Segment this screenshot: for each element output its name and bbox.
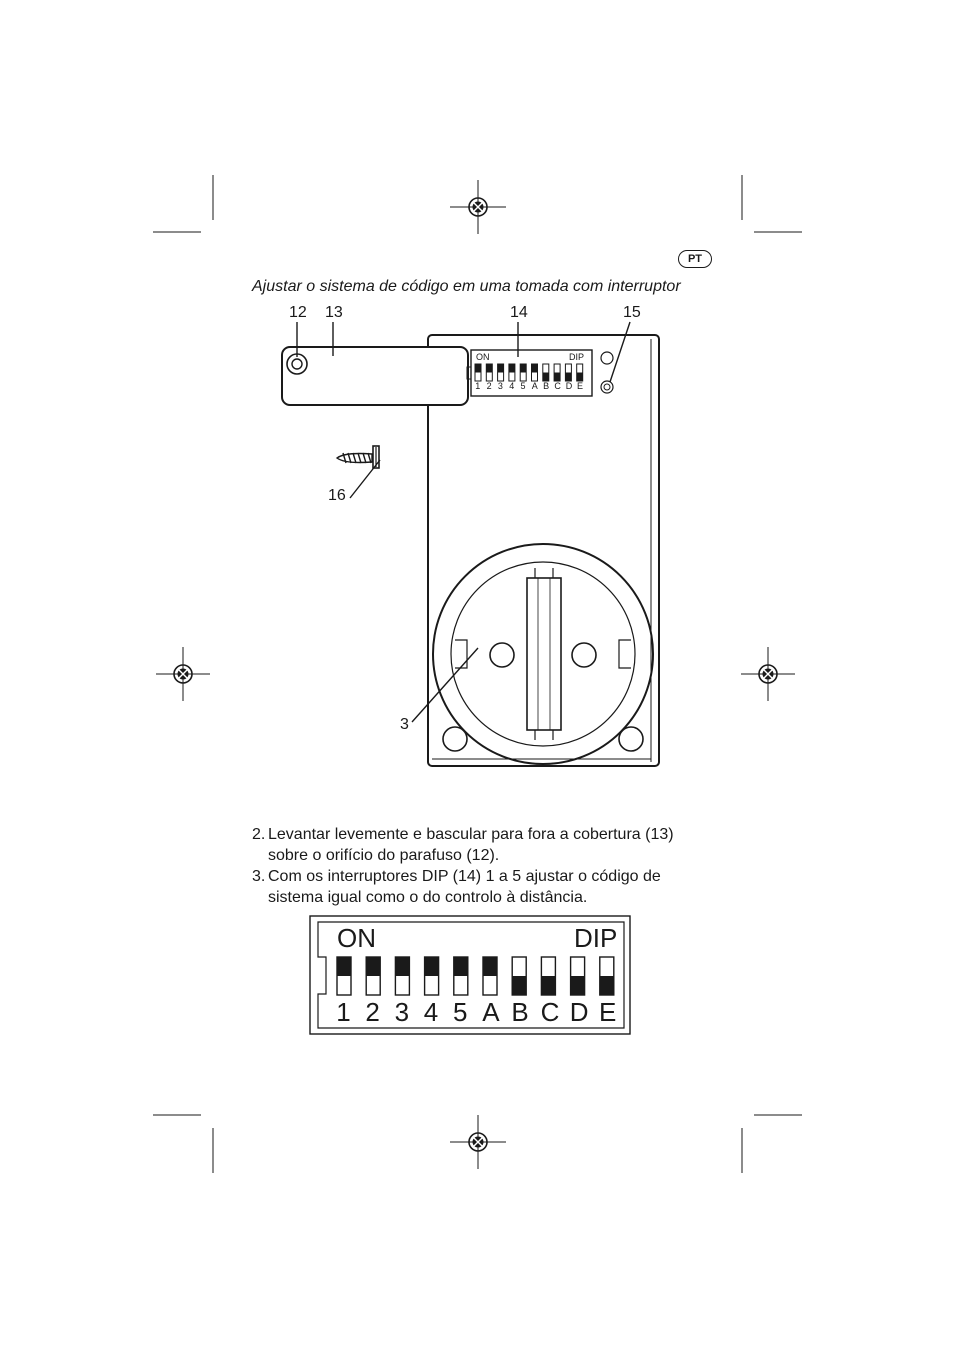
callout-16: 16 <box>328 487 346 504</box>
big-dip-on-label: ON <box>337 923 376 953</box>
dip-switch-label: C <box>540 997 560 1027</box>
big-dip-switches <box>336 956 615 996</box>
leader-lines <box>296 321 631 723</box>
dip-switch-on-fill <box>424 957 439 976</box>
step-number: 2. <box>252 826 266 843</box>
dip-switch-label: A <box>482 997 500 1027</box>
dip-switch-label: 2 <box>365 997 380 1027</box>
callout-14: 14 <box>510 304 528 321</box>
dip-switch-label: E <box>577 381 584 391</box>
dip-switch-on-fill <box>531 364 538 373</box>
step-item: 2. Levantar levemente e bascular para fo… <box>252 824 692 866</box>
dip-switch-label: E <box>599 997 617 1027</box>
dip-switch-label: B <box>543 381 550 391</box>
dip-switch-on-fill <box>508 364 515 373</box>
dip-switch-off-fill <box>554 372 561 381</box>
callout-3: 3 <box>400 716 409 733</box>
dip-switch-label: 2 <box>486 381 492 391</box>
registration-mark-bottom <box>450 1115 506 1169</box>
small-dip-frame <box>470 349 593 397</box>
dip-switch-off-fill <box>576 372 583 381</box>
dip-switch-off-fill <box>512 976 527 995</box>
schuko-socket <box>432 543 654 765</box>
step-number: 3. <box>252 868 266 885</box>
big-dip-frame <box>309 915 631 1035</box>
big-dip-dip-label: DIP <box>574 923 618 953</box>
registration-mark-left <box>156 647 210 701</box>
small-dip-switches <box>474 363 584 382</box>
dip-switch-on-fill <box>337 957 351 976</box>
screw-16 <box>335 445 380 469</box>
led-15 <box>600 380 614 394</box>
dip-switch-on-fill <box>497 364 504 373</box>
dip-switch-off-fill <box>542 372 549 381</box>
dip-switch-on-fill <box>395 957 410 976</box>
dip-switch-label: B <box>511 997 529 1027</box>
callout-13: 13 <box>325 304 343 321</box>
dip-switch-label: 4 <box>509 381 515 391</box>
steps-list: 2. Levantar levemente e bascular para fo… <box>252 824 692 908</box>
dip-switch-off-fill <box>541 976 556 995</box>
registration-mark-right <box>741 647 795 701</box>
dip-switch-on-fill <box>366 957 381 976</box>
step-text: Com os interruptores DIP (14) 1 a 5 ajus… <box>268 868 661 906</box>
small-dip-dip-label: DIP <box>569 352 585 362</box>
dip-switch-off-fill <box>565 372 572 381</box>
callout-12: 12 <box>289 304 307 321</box>
dip-switch-label: D <box>569 997 589 1027</box>
dip-switch-on-fill <box>453 957 468 976</box>
socket-housing <box>427 334 660 767</box>
dip-switch-label: C <box>554 381 561 391</box>
dip-switch-label: 5 <box>453 997 468 1027</box>
dip-switch-label: 4 <box>423 997 439 1027</box>
section-title: Ajustar o sistema de código em uma tomad… <box>252 278 681 295</box>
cover-13 <box>281 346 469 406</box>
dip-switch-label: A <box>531 381 538 391</box>
callout-15: 15 <box>623 304 641 321</box>
small-dip-on-label: ON <box>476 352 490 362</box>
dip-switch-on-fill <box>486 364 493 373</box>
dip-switch-label: 3 <box>497 381 503 391</box>
language-badge: PT <box>678 250 712 268</box>
dip-switch-off-fill <box>599 976 614 995</box>
dip-switch-label: D <box>565 381 573 391</box>
led-hole <box>600 351 614 365</box>
dip-switch-on-fill <box>483 957 497 976</box>
dip-switch-off-fill <box>570 976 585 995</box>
crop-marks <box>153 175 802 1173</box>
step-item: 3. Com os interruptores DIP (14) 1 a 5 a… <box>252 866 692 908</box>
dip-switch-on-fill <box>475 364 481 373</box>
step-text: Levantar levemente e bascular para fora … <box>268 826 674 864</box>
dip-switch-on-fill <box>520 364 527 373</box>
dip-switch-label: 1 <box>336 997 351 1027</box>
dip-switch-label: 3 <box>394 997 410 1027</box>
dip-switch-label: 1 <box>475 381 481 391</box>
registration-mark-top <box>450 180 506 234</box>
dip-switch-label: 5 <box>520 381 526 391</box>
